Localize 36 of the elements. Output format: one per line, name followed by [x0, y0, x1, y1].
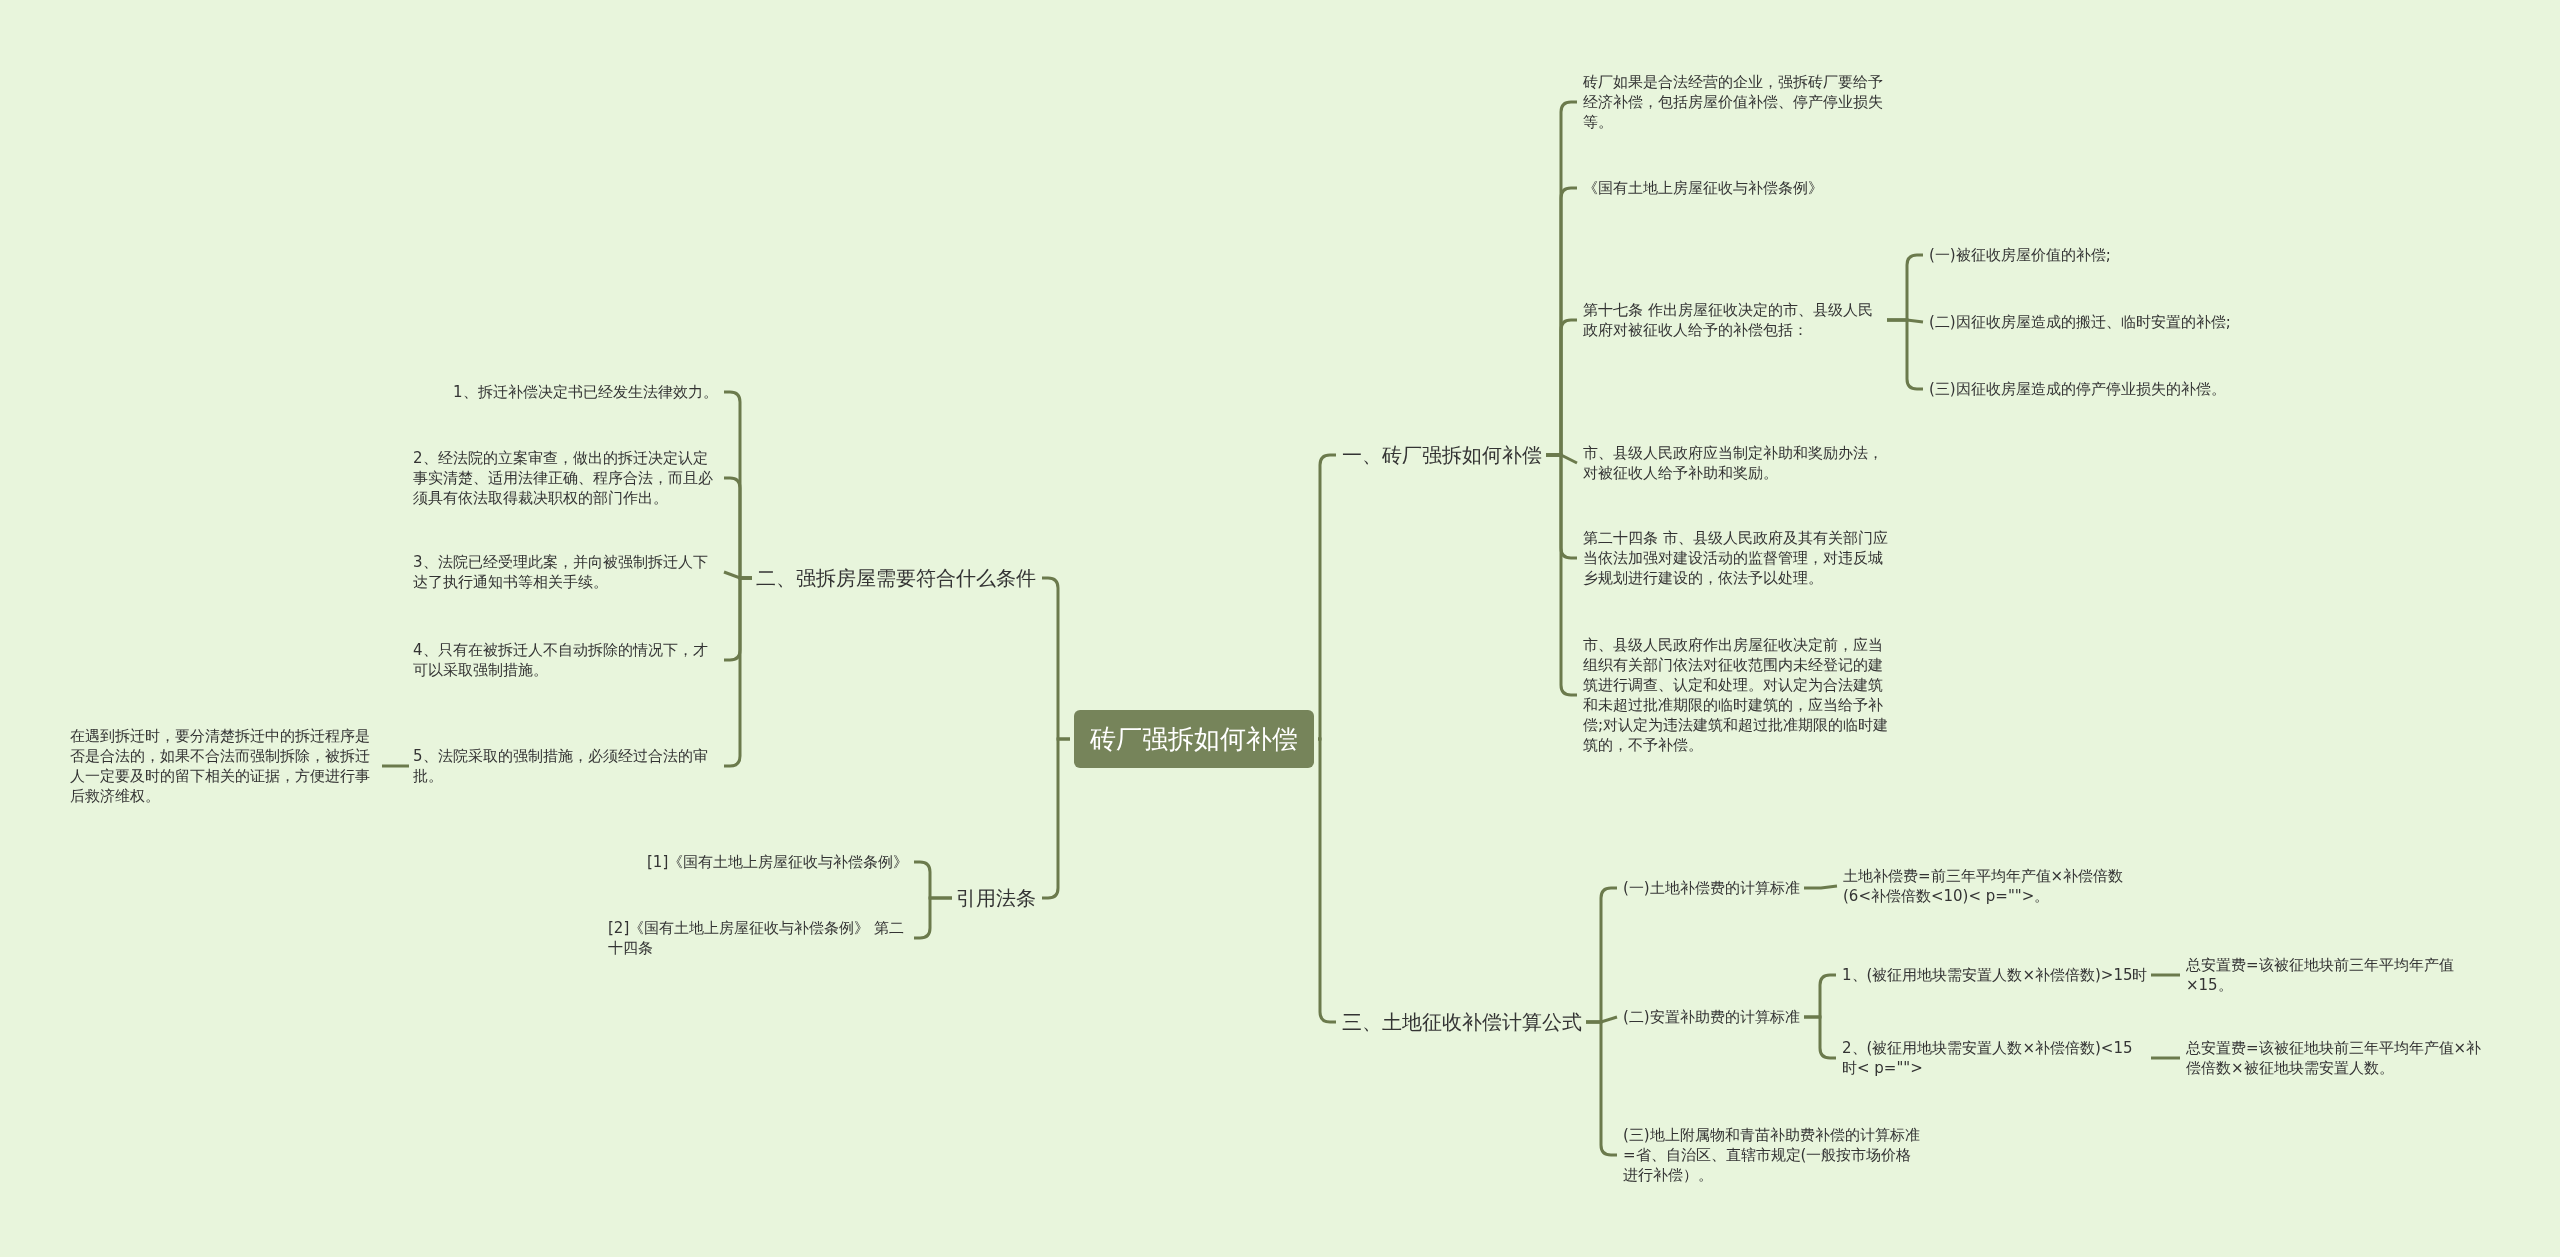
topic-text: [2]《国有土地上房屋征收与补偿条例》 第二十四条: [608, 918, 908, 958]
topic-text: (一)土地补偿费的计算标准: [1623, 878, 1800, 898]
topic-text: 市、县级人民政府作出房屋征收决定前，应当组织有关部门依法对征收范围内未经登记的建筑进行调查、认定和处理。对认定为合法建筑和未超过批准期限的临时建筑的，应当给予补偿;对认定为违法建筑和超过批准期限的临时建筑的，不予补偿。: [1583, 635, 1895, 755]
topic-text: 《国有土地上房屋征收与补偿条例》: [1583, 178, 1823, 198]
topic-text: 2、(被征用地块需安置人数×补偿倍数)<15时< p="">: [1842, 1038, 2147, 1078]
topic-text: 2、经法院的立案审查，做出的拆迁决定认定事实清楚、适用法律正确、程序合法，而且必须具有依法取得裁决职权的部门作出。: [413, 448, 718, 508]
topic-text: 5、法院采取的强制措施，必须经过合法的审批。: [413, 746, 718, 786]
topic-text: 土地补偿费=前三年平均年产值×补偿倍数(6<补偿倍数<10)< p="">。: [1843, 866, 2148, 906]
topic-text: 总安置费=该被征地块前三年平均年产值×补偿倍数×被征地块需安置人数。: [2186, 1038, 2493, 1078]
connector-line: [382, 764, 409, 768]
topic-text: (一)被征收房屋价值的补偿;: [1929, 245, 2111, 265]
branch-topic: 二、强拆房屋需要符合什么条件: [756, 564, 1036, 592]
connector-line: [1804, 1015, 1836, 1060]
topic-text: (三)地上附属物和青苗补助费补偿的计算标准=省、自治区、直辖市规定(一般按市场价格进行补偿）。: [1623, 1125, 1923, 1185]
topic-text: 在遇到拆迁时，要分清楚拆迁中的拆迁程序是否是合法的，如果不合法而强制拆除，被拆迁人一定要及时的留下相关的证据，方便进行事后救济维权。: [70, 726, 376, 806]
topic-text: 总安置费=该被征地块前三年平均年产值×15。: [2186, 955, 2493, 995]
connector-line: [2151, 1056, 2180, 1060]
connector-line: [2151, 973, 2180, 977]
central-topic-box: 砖厂强拆如何补偿: [1074, 710, 1314, 768]
topic-text: 3、法院已经受理此案，并向被强制拆迁人下达了执行通知书等相关手续。: [413, 552, 718, 592]
topic-text: (二)因征收房屋造成的搬迁、临时安置的补偿;: [1929, 312, 2231, 332]
topic-text: (二)安置补助费的计算标准: [1623, 1007, 1800, 1027]
topic-text: 1、拆迁补偿决定书已经发生法律效力。: [453, 382, 718, 402]
topic-text: (三)因征收房屋造成的停产停业损失的补偿。: [1929, 379, 2226, 399]
topic-text: 第十七条 作出房屋征收决定的市、县级人民政府对被征收人给予的补偿包括：: [1583, 300, 1883, 340]
topic-text: 第二十四条 市、县级人民政府及其有关部门应当依法加强对建设活动的监督管理，对违反城乡规划进行建设的，依法予以处理。: [1583, 528, 1895, 588]
branch-topic: 一、砖厂强拆如何补偿: [1342, 441, 1542, 469]
connector-line: [1804, 884, 1838, 890]
connector-line: [914, 896, 952, 940]
topic-text: 4、只有在被拆迁人不自动拆除的情况下，才可以采取强制措施。: [413, 640, 718, 680]
topic-text: 市、县级人民政府应当制定补助和奖励办法，对被征收人给予补助和奖励。: [1583, 443, 1895, 483]
topic-text: [1]《国有土地上房屋征收与补偿条例》: [647, 852, 909, 872]
topic-text: 砖厂如果是合法经营的企业，强拆砖厂要给予经济补偿，包括房屋价值补偿、停产停业损失等。: [1583, 72, 1895, 132]
branch-topic: 三、土地征收补偿计算公式: [1342, 1008, 1582, 1036]
branch-topic: 引用法条: [956, 884, 1036, 912]
topic-text: 1、(被征用地块需安置人数×补偿倍数)>15时: [1842, 965, 2148, 985]
